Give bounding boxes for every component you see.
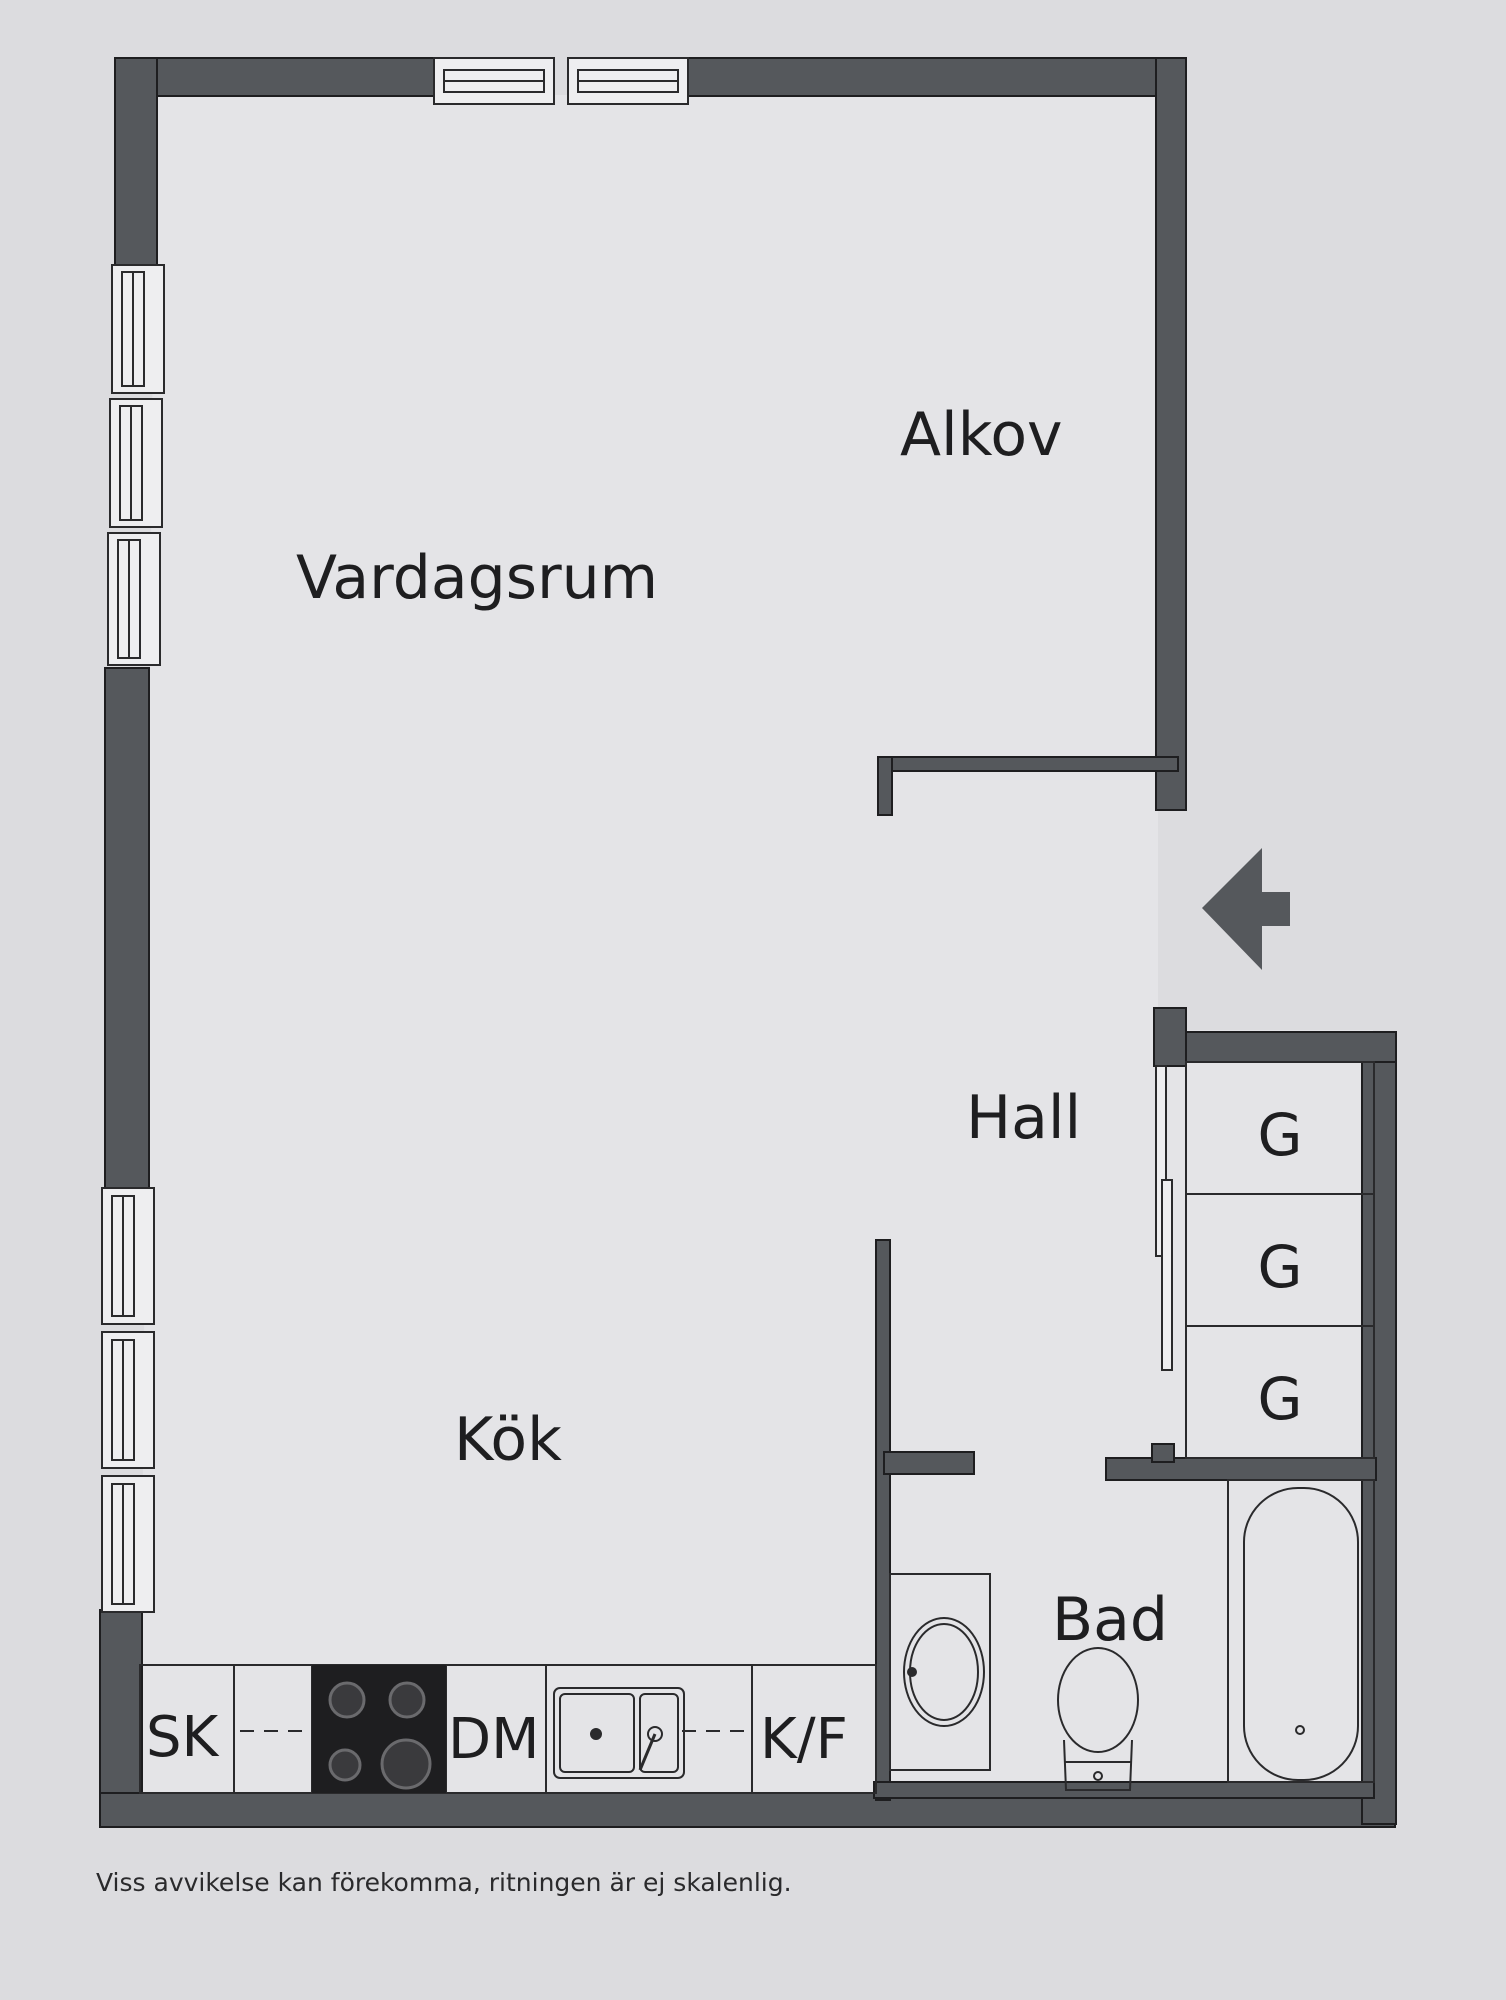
outer-walls <box>99 57 1397 1828</box>
appliance-label-dm: DM <box>448 1707 539 1772</box>
entrance-arrow-icon <box>1202 848 1290 970</box>
storage-label: G <box>1258 1365 1303 1433</box>
washbasin-icon <box>889 1573 991 1771</box>
window-left-lower <box>101 1187 155 1613</box>
disclaimer-text: Viss avvikelse kan förekomma, ritningen … <box>96 1868 792 1897</box>
storage-label: G <box>1258 1101 1303 1169</box>
stove-icon <box>312 1665 446 1793</box>
room-label-kok: Kök <box>454 1405 562 1475</box>
toilet-icon <box>1057 1647 1139 1791</box>
storage-label: G <box>1258 1233 1303 1301</box>
appliance-label-sk: SK <box>146 1705 220 1770</box>
room-label-vardagsrum: Vardagsrum <box>296 543 658 613</box>
kitchen-sink-icon <box>553 1687 685 1779</box>
bathtub-icon <box>1227 1479 1375 1783</box>
window-left-upper <box>107 264 165 666</box>
wardrobe-sliding-door <box>1155 1065 1173 1371</box>
room-label-alkov: Alkov <box>900 400 1063 470</box>
floor-area <box>140 95 1373 1795</box>
appliance-label-kf: K/F <box>760 1707 848 1772</box>
storage-cabinets <box>1185 1061 1375 1459</box>
window-top <box>433 57 689 105</box>
room-label-bad: Bad <box>1052 1585 1168 1655</box>
room-label-hall: Hall <box>966 1083 1081 1153</box>
